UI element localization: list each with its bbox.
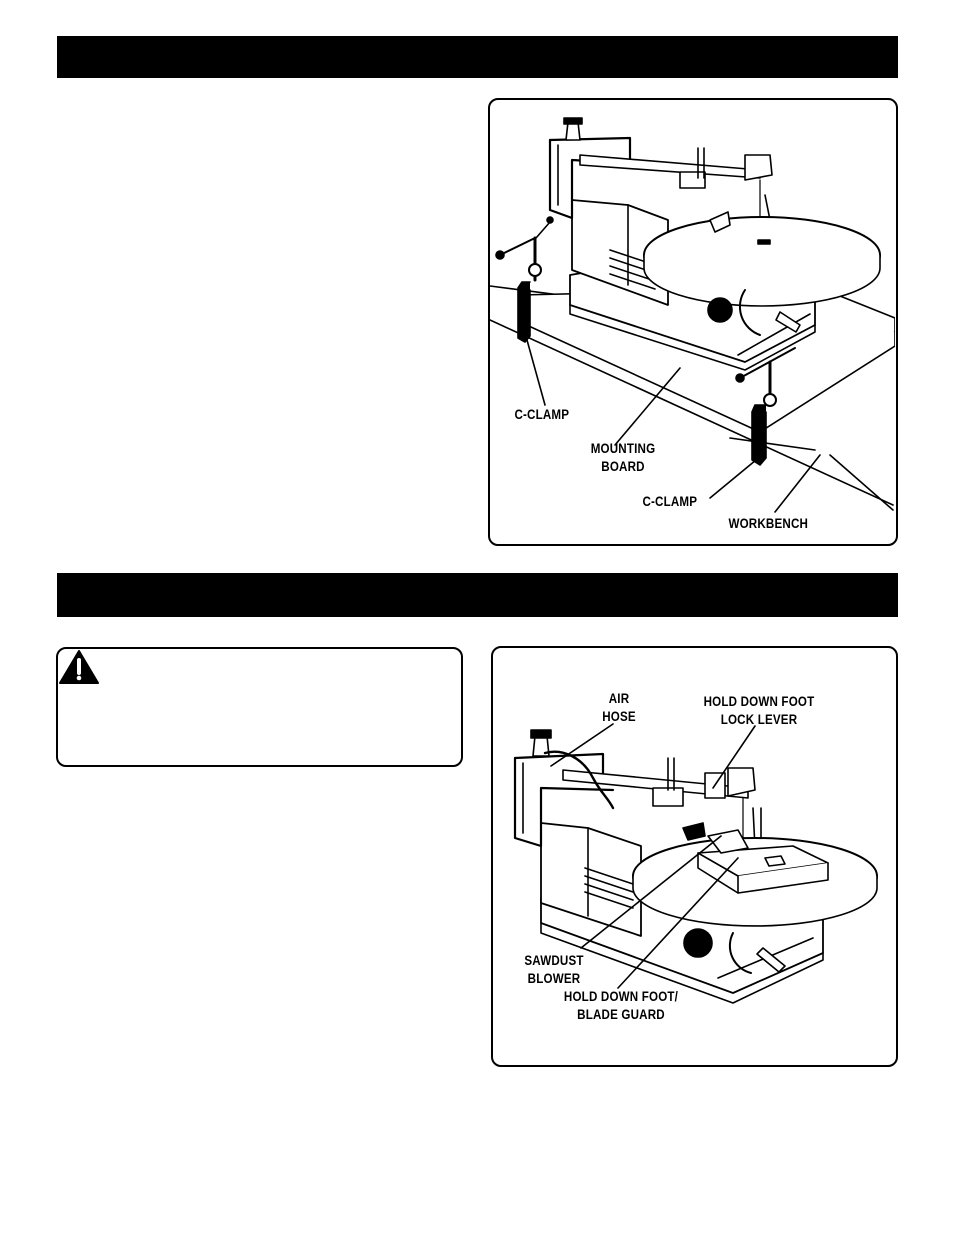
label-c-clamp-right: C-CLAMP [642,494,698,509]
label-mounting-board: MOUNTING BOARD [590,441,656,474]
label-sawdust-blower: SAWDUST BLOWER [524,953,584,986]
label-hold-down-foot-lock-lever: HOLD DOWN FOOT LOCK LEVER [703,694,815,727]
scroll-saw-parts-illustration [513,723,878,1004]
figure-mounting-to-workbench: C-CLAMP MOUNTING BOARD C-CLAMP WORKBENCH [488,98,898,546]
scroll-saw-mounted-illustration [490,117,895,513]
warning-triangle-icon [59,650,99,684]
section-header-bar-top [57,36,898,78]
label-hold-down-foot-blade-guard: HOLD DOWN FOOT/ BLADE GUARD [563,989,679,1022]
label-workbench: WORKBENCH [728,516,809,531]
section-header-bar-bottom [57,573,898,617]
warning-box [56,647,463,767]
label-air-hose: AIR HOSE [602,691,636,724]
label-c-clamp-left: C-CLAMP [514,407,570,422]
figure-saw-parts: AIR HOSE HOLD DOWN FOOT LOCK LEVER SAWDU… [491,646,898,1067]
